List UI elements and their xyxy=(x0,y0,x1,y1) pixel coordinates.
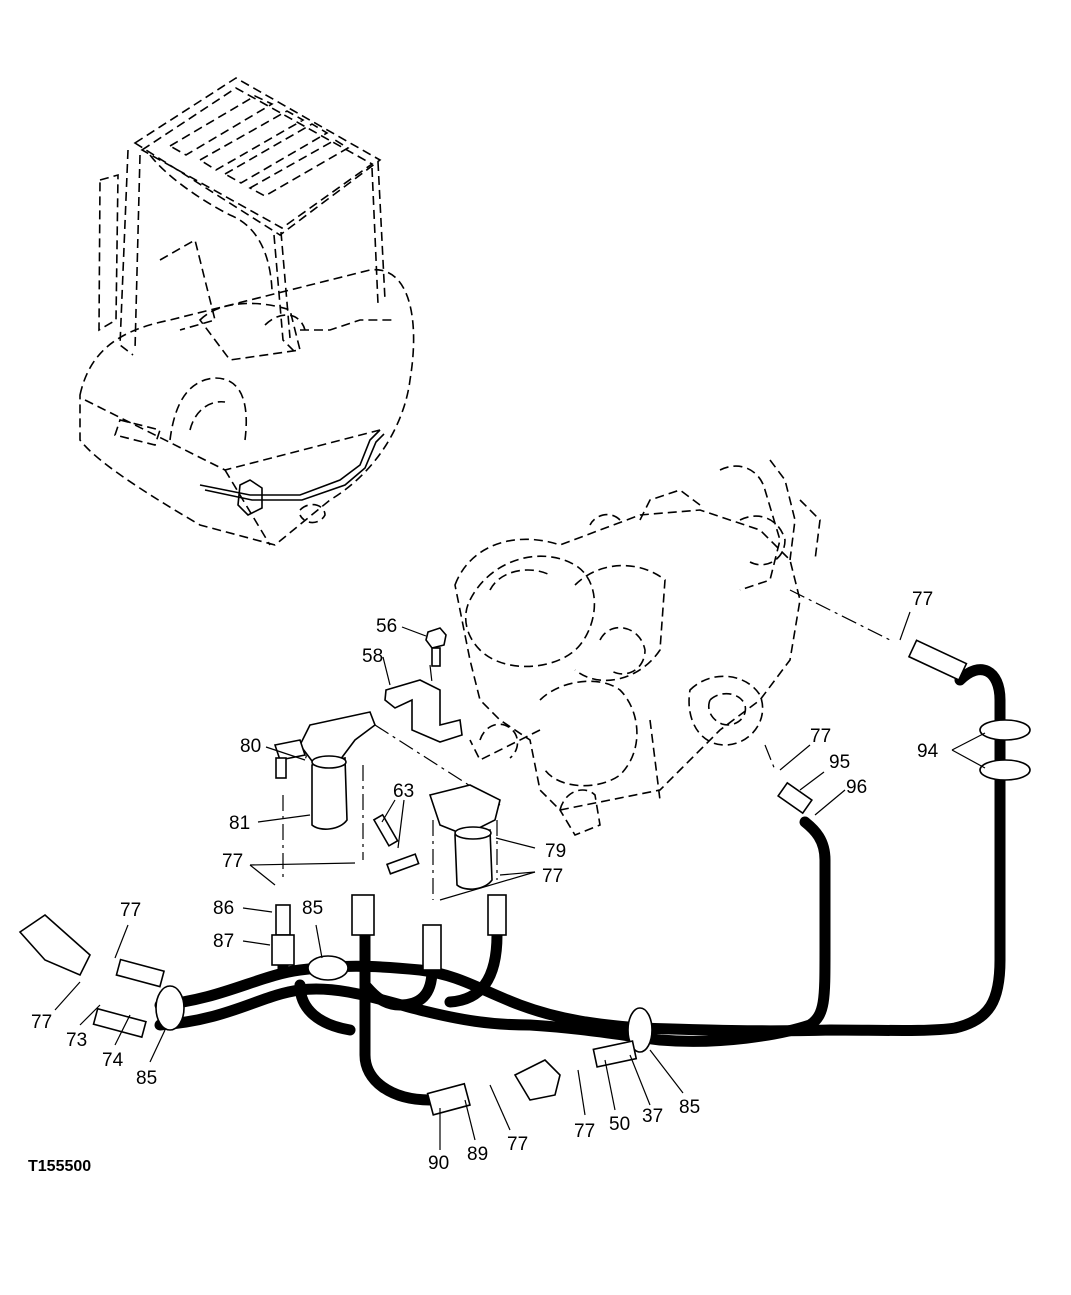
callout-77: 77 xyxy=(810,726,831,747)
callout-96: 96 xyxy=(846,777,867,798)
callout-80: 80 xyxy=(240,736,261,757)
callout-77: 77 xyxy=(507,1134,528,1155)
callout-56: 56 xyxy=(376,616,397,637)
callout-77: 77 xyxy=(222,851,243,872)
fuel-hoses xyxy=(154,664,1006,1106)
callout-58: 58 xyxy=(362,646,383,667)
callout-85: 85 xyxy=(679,1097,700,1118)
callout-81: 81 xyxy=(229,813,250,834)
callout-89: 89 xyxy=(467,1144,488,1165)
components xyxy=(18,627,1031,1116)
callout-79: 79 xyxy=(545,841,566,862)
machine-outline xyxy=(79,77,415,546)
callout-85: 85 xyxy=(136,1068,157,1089)
callout-77: 77 xyxy=(912,589,933,610)
callout-74: 74 xyxy=(102,1050,124,1071)
callout-95: 95 xyxy=(829,752,850,773)
engine-outline xyxy=(454,459,821,836)
callout-37: 37 xyxy=(642,1106,663,1127)
callout-90: 90 xyxy=(428,1153,449,1174)
callout-labels: 56 58 80 81 63 79 77 77 77 77 77 77 77 7… xyxy=(28,589,939,1175)
callout-77: 77 xyxy=(542,866,563,887)
callout-77: 77 xyxy=(574,1121,595,1142)
callout-86: 86 xyxy=(213,898,234,919)
callout-73: 73 xyxy=(66,1030,87,1051)
callout-50: 50 xyxy=(609,1114,630,1135)
callout-63: 63 xyxy=(393,781,414,802)
callout-87: 87 xyxy=(213,931,234,952)
leader-lines xyxy=(54,611,986,1150)
callout-77: 77 xyxy=(31,1012,52,1033)
callout-77: 77 xyxy=(120,900,141,921)
callout-85: 85 xyxy=(302,898,323,919)
callout-94: 94 xyxy=(917,741,939,762)
figure-id: T155500 xyxy=(28,1158,91,1175)
